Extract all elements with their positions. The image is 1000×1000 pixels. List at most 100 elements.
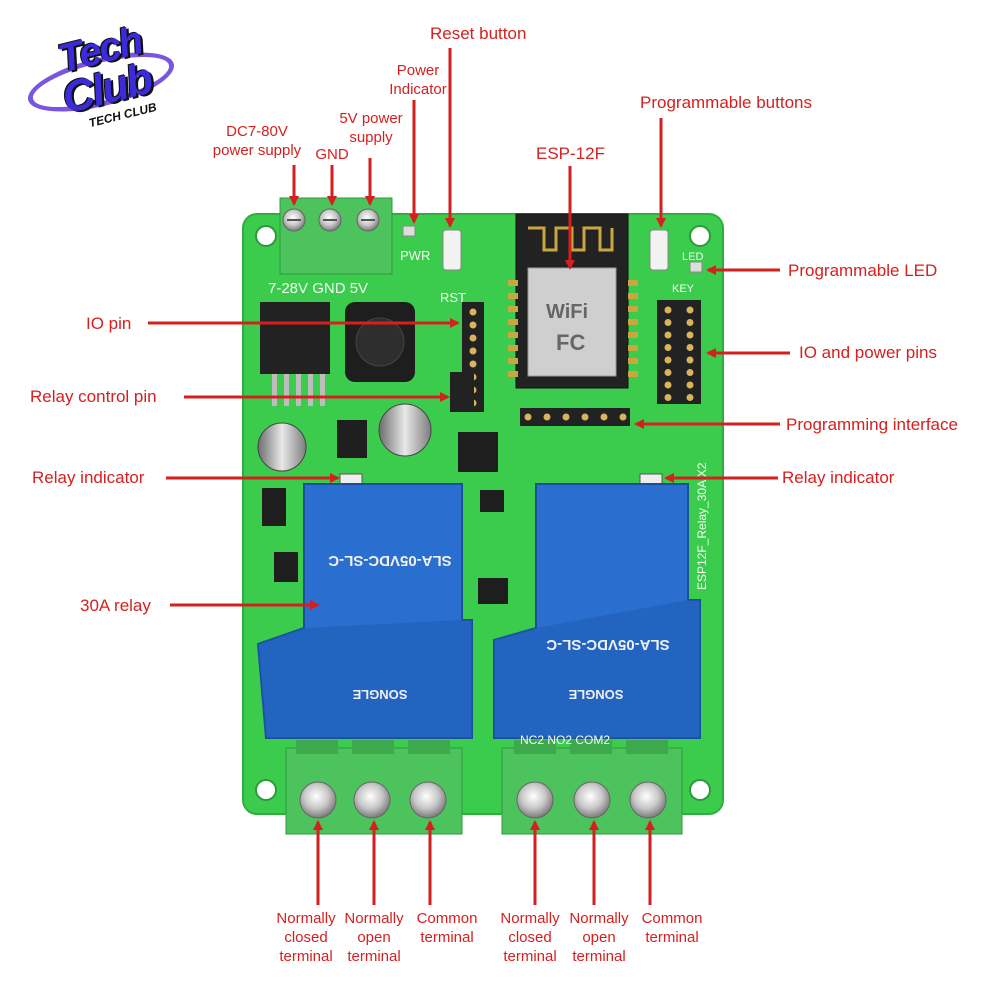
silk-supply-label: 7-28V GND 5V <box>268 280 368 297</box>
programming-pin-hole <box>543 413 551 421</box>
esp-pad <box>508 332 518 338</box>
io-power-pin-hole <box>686 306 694 314</box>
label-programmable-led: Programmable LED <box>788 261 938 280</box>
label-esp-12f: ESP-12F <box>536 144 605 163</box>
esp-pad <box>628 345 638 351</box>
esp-pad <box>628 358 638 364</box>
io-power-pin-hole <box>664 306 672 314</box>
esp-module: WiFi FC <box>515 213 629 389</box>
silk-led: LED <box>682 251 703 263</box>
smd-part-d <box>478 578 508 604</box>
label-programmable-buttons: Programmable buttons <box>640 93 812 112</box>
io-power-pin-hole <box>664 381 672 389</box>
label-io-power-pins: IO and power pins <box>799 343 937 362</box>
regulator-ic <box>458 432 498 472</box>
io-pin-hole <box>469 308 477 316</box>
esp-pad <box>628 306 638 312</box>
esp-pad <box>508 293 518 299</box>
esp-fc-text: FC <box>556 330 585 355</box>
reset-button-part <box>442 229 462 271</box>
io-power-pin-holes <box>664 306 694 401</box>
relay-right-brand: SONGLE <box>568 687 623 702</box>
label-dc-supply: DC7-80V power supply <box>212 123 302 159</box>
esp-pad <box>508 319 518 325</box>
programming-pin-hole <box>581 413 589 421</box>
esp-pad <box>508 280 518 286</box>
output-terminals-right <box>501 740 683 835</box>
io-pin-hole <box>469 347 477 355</box>
silk-pwr: PWR <box>400 248 430 263</box>
relay-right-model: SLA-05VDC-SL-C <box>546 636 670 653</box>
io-pin-hole <box>469 360 477 368</box>
label-reset-button: Reset button <box>430 24 527 43</box>
io-power-pin-hole <box>664 394 672 401</box>
power-led <box>402 225 416 237</box>
diode <box>337 420 367 458</box>
programming-pin-hole <box>619 413 627 421</box>
label-relay-indicator-right: Relay indicator <box>782 468 895 487</box>
programming-header <box>520 408 630 426</box>
programming-pin-hole <box>524 413 532 421</box>
program-led-part <box>689 261 703 273</box>
io-power-pin-hole <box>664 344 672 351</box>
voltage-regulator <box>260 302 330 374</box>
esp-pad <box>508 345 518 351</box>
io-power-pin-hole <box>686 331 694 339</box>
io-pin-hole <box>469 321 477 329</box>
relay-right <box>493 483 701 739</box>
label-com-terminal-2: Common terminal <box>641 910 703 946</box>
io-power-header <box>657 300 701 404</box>
io-pin-hole <box>469 334 477 342</box>
relay-left-model: SLA-05VDC-SL-C <box>328 552 452 569</box>
capacitor-left <box>257 422 307 472</box>
smd-part-c <box>480 490 504 512</box>
label-relay-indicator-left: Relay indicator <box>32 468 145 487</box>
esp-pad <box>628 319 638 325</box>
output-terminals-left <box>285 740 463 835</box>
smd-part-b <box>274 552 298 582</box>
relay-left-brand: SONGLE <box>352 687 407 702</box>
silk-terminal-labels: NC2 NO2 COM2 <box>520 733 610 747</box>
label-io-pin: IO pin <box>86 314 132 333</box>
esp-shield-text: WiFi <box>546 301 588 323</box>
io-power-pin-hole <box>686 381 694 389</box>
esp-pad <box>508 358 518 364</box>
label-com-terminal-1: Common terminal <box>416 910 478 946</box>
io-power-pin-hole <box>664 369 672 376</box>
silk-rst: RST <box>440 290 466 305</box>
io-power-pin-hole <box>686 394 694 401</box>
programming-pin-holes <box>524 413 627 421</box>
label-nc-terminal-2: Normally closed terminal <box>500 910 560 965</box>
programming-pin-hole <box>562 413 570 421</box>
io-power-pin-hole <box>664 356 672 364</box>
label-no-terminal-2: Normally open terminal <box>569 910 629 965</box>
relay-left <box>256 483 473 739</box>
smd-part-a <box>262 488 286 526</box>
label-30a-relay: 30A relay <box>80 596 151 615</box>
label-programming-interface: Programming interface <box>786 415 958 434</box>
esp-pad <box>628 371 638 377</box>
silk-side-label: ESP12F_Relay_30A X2 <box>695 462 709 590</box>
io-power-pin-hole <box>664 319 672 326</box>
program-button-part <box>649 229 669 271</box>
esp-pad <box>628 280 638 286</box>
esp-pad <box>508 371 518 377</box>
io-power-pin-hole <box>686 356 694 364</box>
regulator-legs <box>272 374 325 406</box>
power-terminal-block <box>279 197 393 275</box>
label-no-terminal-1: Normally open terminal <box>344 910 404 965</box>
io-power-pin-hole <box>686 319 694 326</box>
capacitor-right <box>378 403 432 457</box>
io-power-pin-hole <box>686 369 694 376</box>
label-power-indicator: Power Indicator <box>389 62 447 98</box>
annotation-arrows <box>148 48 790 905</box>
io-power-pin-hole <box>686 344 694 351</box>
label-relay-control-pin: Relay control pin <box>30 387 157 406</box>
esp-pins <box>508 280 638 377</box>
esp-pad <box>508 306 518 312</box>
programming-pin-hole <box>600 413 608 421</box>
label-nc-terminal-1: Normally closed terminal <box>276 910 336 965</box>
esp-pad <box>628 293 638 299</box>
